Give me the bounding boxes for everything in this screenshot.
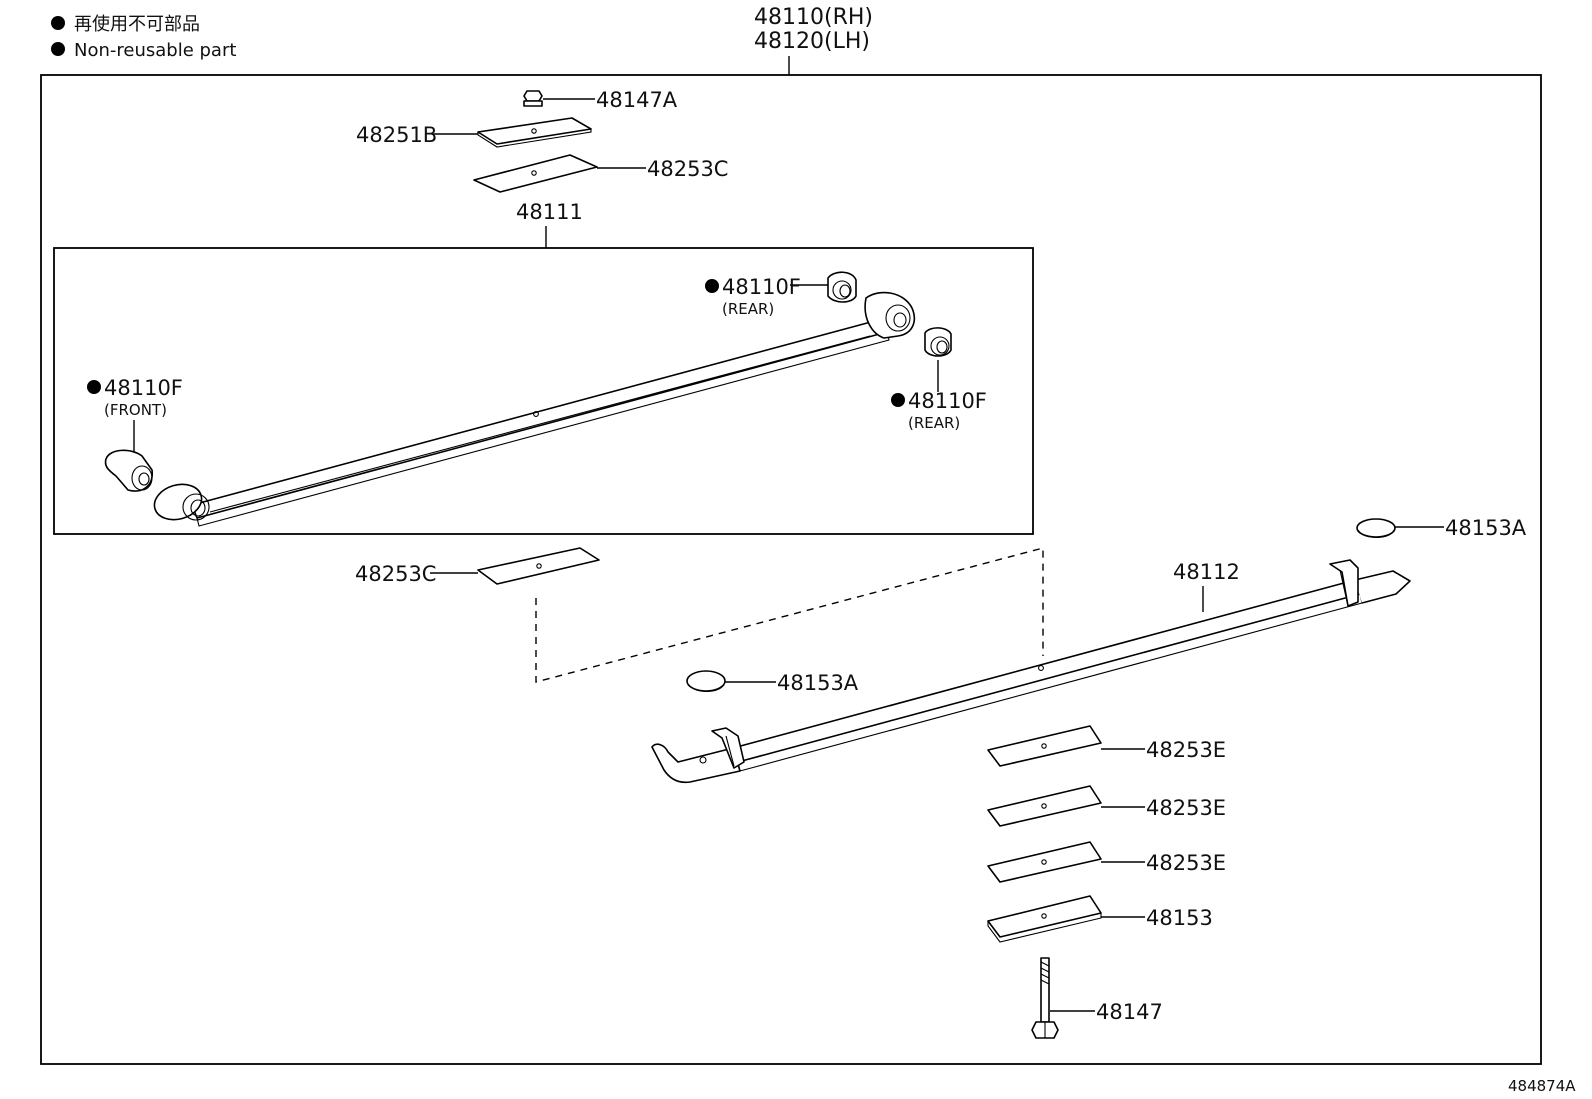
sub-assembly-frame bbox=[53, 247, 1034, 535]
nut-48147a: 48147A bbox=[523, 88, 678, 112]
label-48112: 48112 bbox=[1173, 560, 1240, 584]
pad-48153a-right: 48153A bbox=[1356, 516, 1527, 540]
insert-48253c-mid: 48253C bbox=[355, 547, 1044, 683]
note-rear-upper: (REAR) bbox=[722, 300, 774, 318]
assembly-lh-label: 48120(LH) bbox=[754, 29, 870, 54]
insert-48253e-3: 48253E bbox=[987, 841, 1226, 883]
insert-48253c-top: 48253C bbox=[473, 154, 728, 193]
non-reusable-marker-icon bbox=[51, 16, 65, 30]
sub-assembly-48111: 48111 bbox=[53, 200, 1034, 535]
label-48110f-rear-lower: 48110F bbox=[908, 389, 987, 413]
label-48253c-mid: 48253C bbox=[355, 562, 436, 586]
non-reusable-marker-icon bbox=[51, 42, 65, 56]
bushing-48110f-front: 48110F (FRONT) bbox=[87, 376, 183, 492]
label-48110f-front: 48110F bbox=[104, 376, 183, 400]
non-reusable-marker-icon bbox=[891, 393, 905, 407]
pad-48153a-mid: 48153A bbox=[686, 670, 859, 695]
assembly-label: 48110(RH) 48120(LH) bbox=[754, 5, 873, 75]
label-48253e-1: 48253E bbox=[1146, 738, 1226, 762]
label-48253e-2: 48253E bbox=[1146, 796, 1226, 820]
label-48153a-right: 48153A bbox=[1445, 516, 1527, 540]
center-bolt-48147: 48147 bbox=[1031, 957, 1163, 1039]
bushing-48110f-rear-lower: 48110F (REAR) bbox=[891, 327, 987, 432]
label-48147: 48147 bbox=[1096, 1000, 1163, 1024]
label-48253e-3: 48253E bbox=[1146, 851, 1226, 875]
legend-english: Non-reusable part bbox=[74, 40, 236, 61]
label-48153a-mid: 48153A bbox=[777, 671, 859, 695]
non-reusable-marker-icon bbox=[705, 279, 719, 293]
plate-48251b: 48251B bbox=[356, 117, 592, 148]
legend-japanese: 再使用不可部品 bbox=[74, 14, 200, 35]
note-rear-lower: (REAR) bbox=[908, 414, 960, 432]
main-leaf bbox=[153, 291, 916, 527]
label-48153: 48153 bbox=[1146, 906, 1213, 930]
label-48253c-top: 48253C bbox=[647, 157, 728, 181]
note-front: (FRONT) bbox=[104, 401, 167, 419]
label-48110f-rear-upper: 48110F bbox=[722, 275, 801, 299]
label-48147a: 48147A bbox=[596, 88, 678, 112]
figure-reference-number: 484874A bbox=[1508, 1077, 1576, 1095]
leaf-48112: 48112 bbox=[651, 559, 1411, 784]
legend: 再使用不可部品 Non-reusable part bbox=[51, 14, 236, 61]
assembly-frame bbox=[40, 74, 1542, 1065]
label-48251b: 48251B bbox=[356, 123, 437, 147]
label-48111: 48111 bbox=[516, 200, 583, 224]
non-reusable-marker-icon bbox=[87, 380, 101, 394]
assembly-rh-label: 48110(RH) bbox=[754, 5, 873, 30]
insert-48253e-2: 48253E bbox=[987, 785, 1226, 827]
seat-plate-48153: 48153 bbox=[987, 895, 1213, 943]
bushing-48110f-rear-upper: 48110F (REAR) bbox=[705, 271, 857, 318]
insert-48253e-1: 48253E bbox=[987, 725, 1226, 767]
